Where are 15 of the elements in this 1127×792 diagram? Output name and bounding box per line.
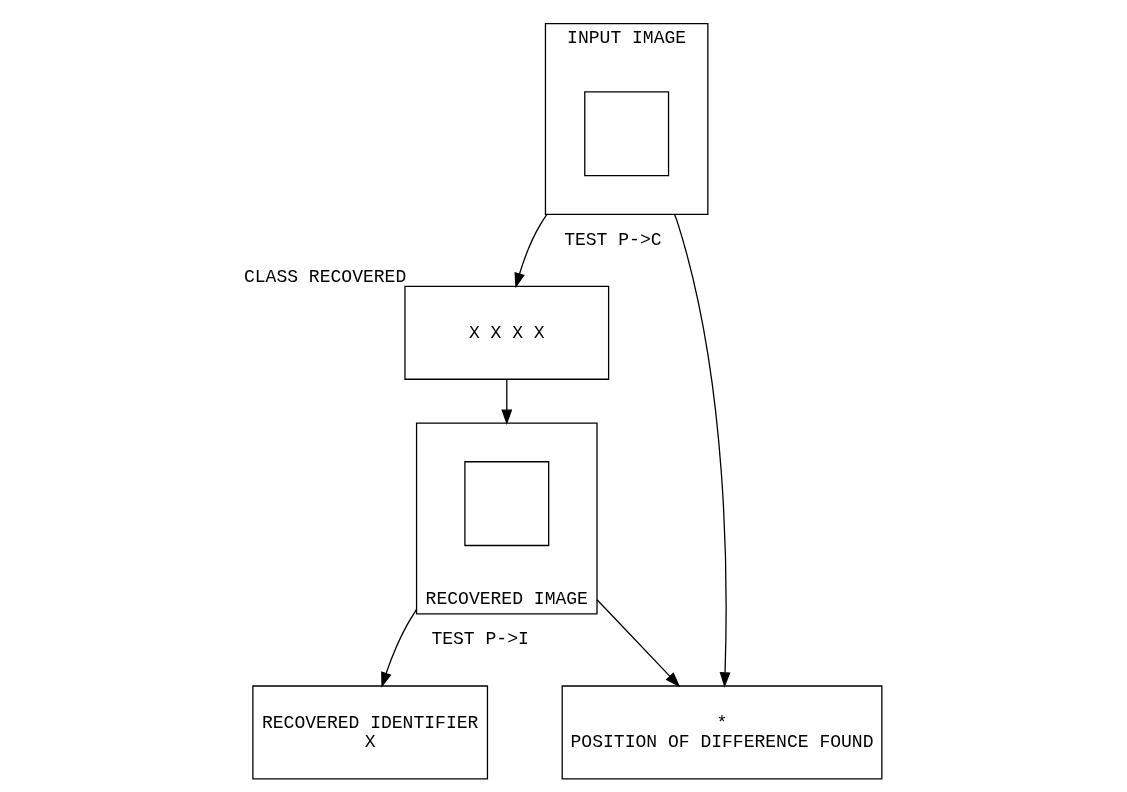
arrow [514,213,548,289]
cluster: INPUT IMAGE [544,22,709,215]
node-label: CLASS RECOVERED [243,266,407,287]
arrow [501,379,513,426]
arrow [381,608,418,688]
arrow [673,213,731,688]
node-box: * POSITION OF DIFFERENCE FOUND [561,685,883,780]
node-box: RECOVERED IDENTIFIER X [252,685,489,780]
node-box [584,91,670,177]
node-box: X X X X [404,285,610,380]
cluster: RECOVERED IMAGE [415,422,598,615]
edge-label: TEST P->I [431,629,529,650]
node-box [464,461,550,547]
arrow [596,599,681,688]
edge-label: TEST P->C [564,229,662,250]
